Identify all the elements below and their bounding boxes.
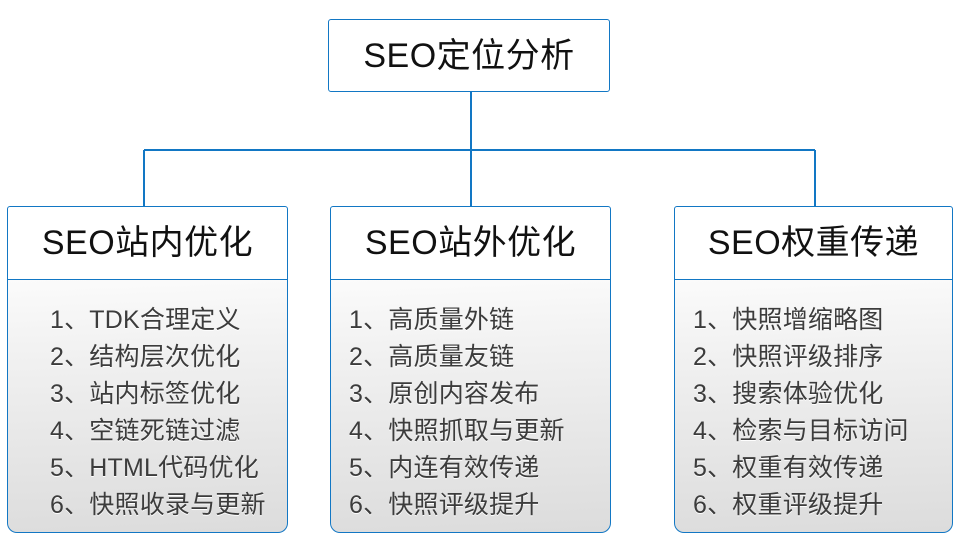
list-item: 6、快照评级提升 (349, 491, 540, 519)
branch-body: 1、TDK合理定义 2、结构层次优化 3、站内标签优化 4、空链死链过滤 5、H… (7, 280, 288, 533)
branch-body: 1、高质量外链 2、高质量友链 3、原创内容发布 4、快照抓取与更新 5、内连有… (330, 280, 611, 533)
root-node: SEO定位分析 (328, 19, 610, 92)
list-item: 2、高质量友链 (349, 343, 515, 371)
list-item: 5、权重有效传递 (693, 454, 884, 482)
list-item: 1、快照增缩略图 (693, 306, 884, 334)
list-item: 4、快照抓取与更新 (349, 417, 565, 445)
branch-column-seo-offsite: SEO站外优化 1、高质量外链 2、高质量友链 3、原创内容发布 4、快照抓取与… (330, 206, 611, 533)
root-node-label: SEO定位分析 (363, 36, 575, 75)
list-item: 2、快照评级排序 (693, 343, 884, 371)
list-item: 4、检索与目标访问 (693, 417, 909, 445)
branch-item-list: 1、TDK合理定义 2、结构层次优化 3、站内标签优化 4、空链死链过滤 5、H… (8, 302, 287, 524)
branch-column-seo-onsite: SEO站内优化 1、TDK合理定义 2、结构层次优化 3、站内标签优化 4、空链… (7, 206, 288, 533)
branch-body: 1、快照增缩略图 2、快照评级排序 3、搜索体验优化 4、检索与目标访问 5、权… (674, 280, 953, 533)
list-item: 3、搜索体验优化 (693, 380, 884, 408)
branch-header: SEO站内优化 (7, 206, 288, 280)
branch-title: SEO站外优化 (364, 224, 577, 262)
branch-header: SEO权重传递 (674, 206, 953, 280)
branch-item-list: 1、高质量外链 2、高质量友链 3、原创内容发布 4、快照抓取与更新 5、内连有… (331, 302, 610, 524)
list-item: 6、快照收录与更新 (50, 491, 266, 519)
list-item: 1、TDK合理定义 (50, 306, 241, 334)
list-item: 5、HTML代码优化 (50, 454, 259, 482)
list-item: 3、原创内容发布 (349, 380, 540, 408)
list-item: 5、内连有效传递 (349, 454, 540, 482)
branch-title: SEO站内优化 (41, 224, 254, 262)
list-item: 6、权重评级提升 (693, 491, 884, 519)
branch-header: SEO站外优化 (330, 206, 611, 280)
list-item: 1、高质量外链 (349, 306, 515, 334)
branch-column-seo-weight: SEO权重传递 1、快照增缩略图 2、快照评级排序 3、搜索体验优化 4、检索与… (674, 206, 953, 533)
list-item: 2、结构层次优化 (50, 343, 241, 371)
list-item: 4、空链死链过滤 (50, 417, 241, 445)
branch-item-list: 1、快照增缩略图 2、快照评级排序 3、搜索体验优化 4、检索与目标访问 5、权… (675, 302, 952, 524)
branch-title: SEO权重传递 (707, 224, 920, 262)
list-item: 3、站内标签优化 (50, 380, 241, 408)
